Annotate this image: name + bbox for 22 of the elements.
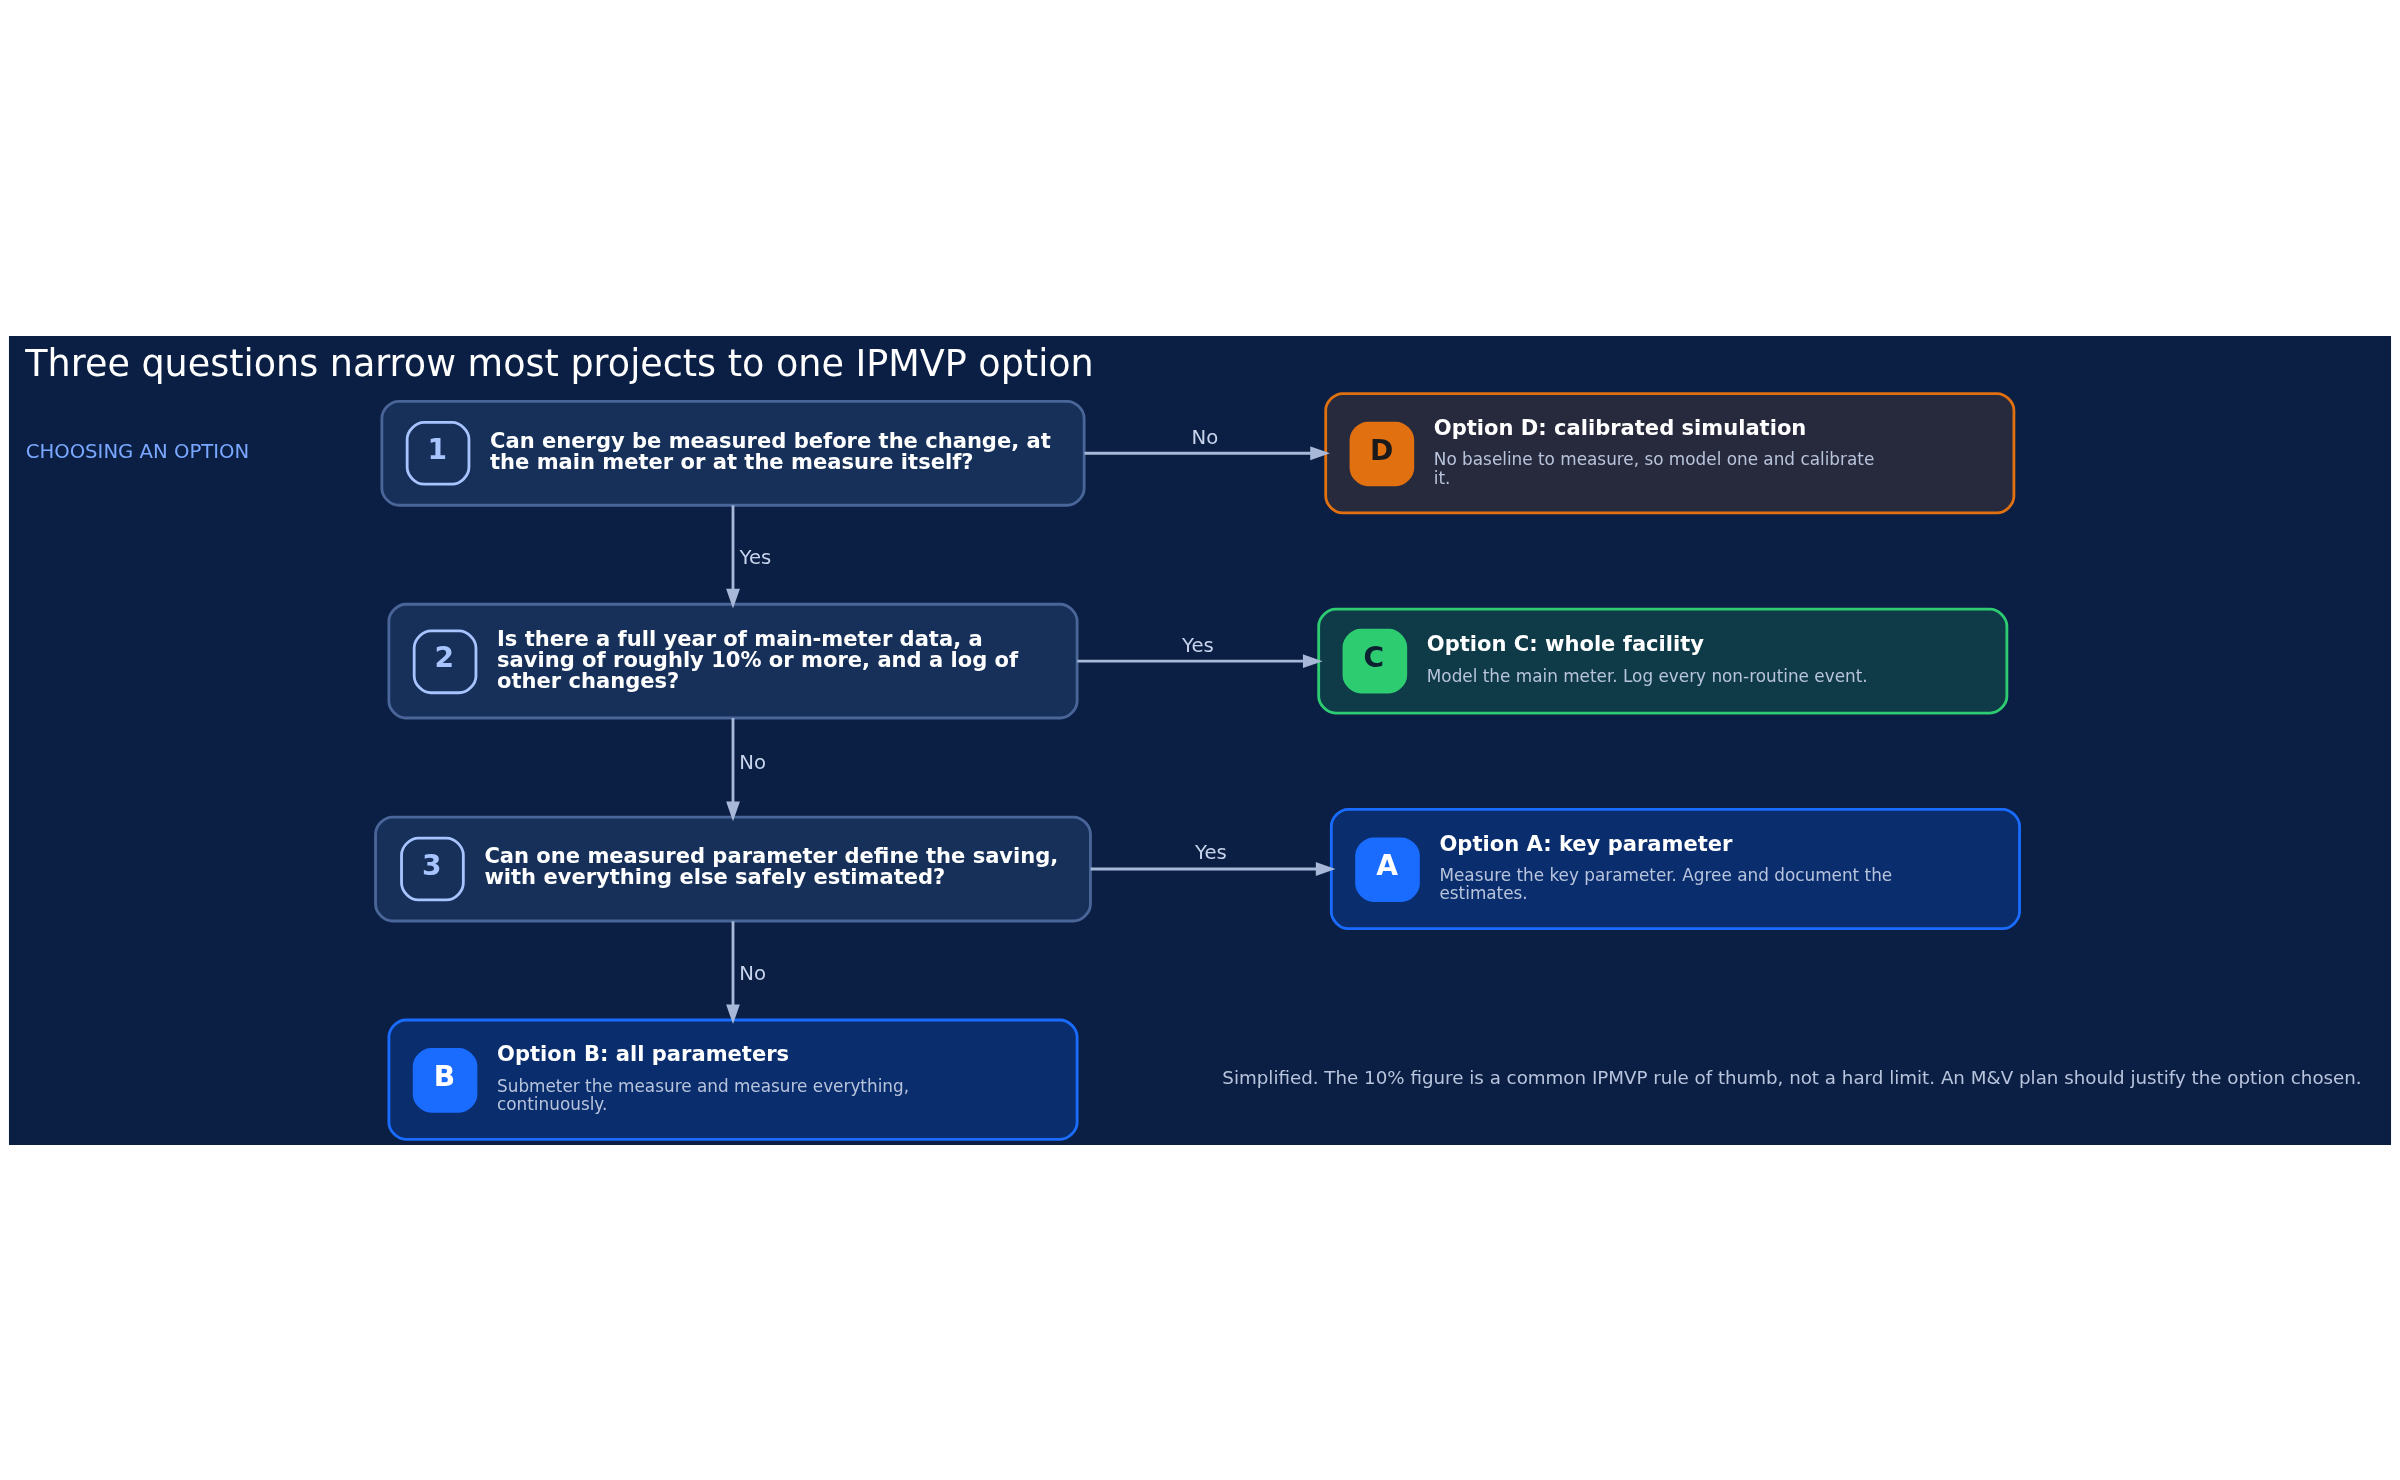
edge-label: Yes <box>739 545 772 569</box>
node-box: C Option C: whole facility Model the main meter. Log every non-routine event. <box>1317 607 2009 714</box>
arrow <box>726 717 740 821</box>
node-box: 3 Can one measured parameter define the saving, with everything else safely estimated? <box>374 815 1092 922</box>
label: CHOOSING AN OPTION <box>25 439 250 463</box>
arrow <box>1077 653 1323 668</box>
node-box: D Option D: calibrated simulation No baseline to measure, so model one and calibrate it. <box>1324 391 2016 514</box>
edge-label: No <box>1191 425 1219 449</box>
edge-label: No <box>739 750 767 774</box>
arrow <box>726 504 740 608</box>
edge-label: Yes <box>1182 633 1214 657</box>
node-box: 1 Can energy be measured before the change, at the main meter or at the measure itself? <box>380 399 1086 507</box>
node-box: B Option B: all parameters Submeter the measure and measure everything, continuously. <box>387 1018 1079 1141</box>
arrow <box>1084 445 1330 460</box>
node-box: A Option A: key parameter Measure the key parameter. Agree and document the estimates. <box>1329 807 2021 930</box>
node-box: 2 Is there a full year of main-meter data, a saving of roughly 10% or more, and a log of other changes? <box>387 602 1079 719</box>
arrow <box>1090 861 1336 876</box>
arrow <box>726 920 740 1024</box>
edge-label: No <box>739 961 767 985</box>
caption: Simplified. The 10% figure is a common IPMVP rule of thumb, not a hard limit. An M&V plan should justify the option chosen. <box>1222 1066 2362 1088</box>
edge-label: Yes <box>1195 840 1227 864</box>
diagram-title: Three questions narrow most projects to one IPMVP option <box>25 341 1094 385</box>
